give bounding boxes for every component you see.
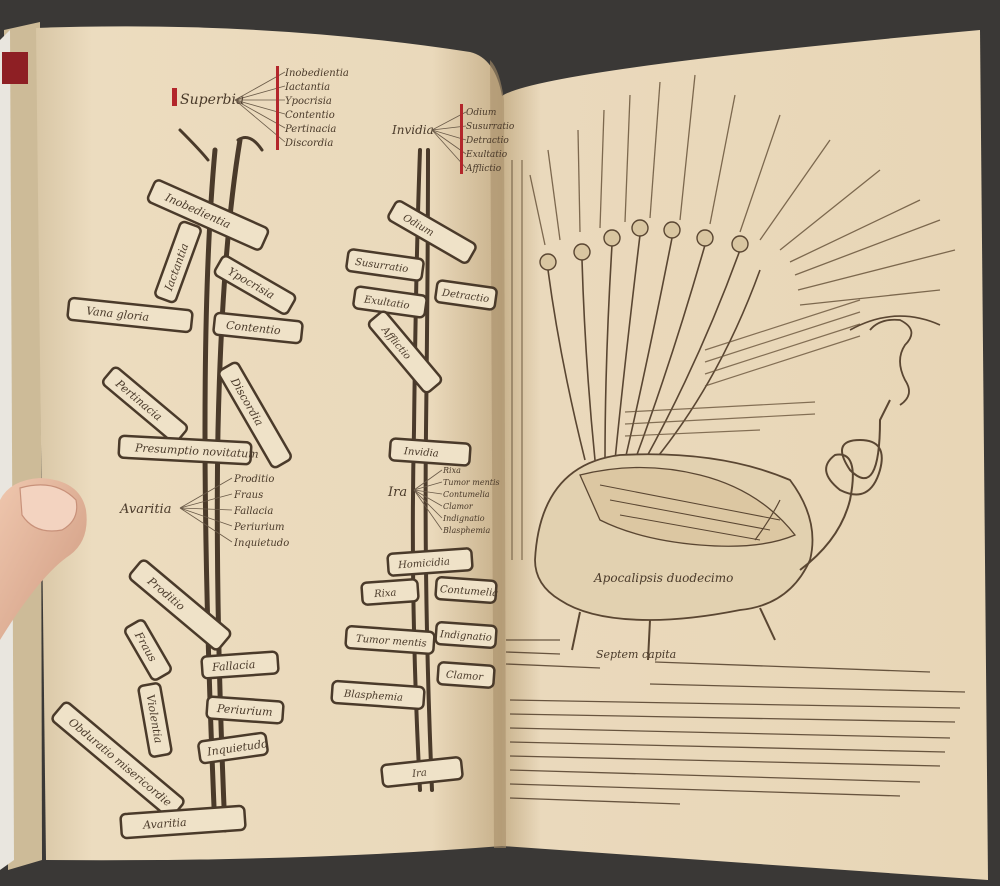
rubric-mark — [276, 66, 279, 150]
scroll-banner: Rixa — [360, 578, 420, 606]
scroll-banner: Detractio — [434, 279, 498, 311]
crown-branch: Contentio — [285, 110, 335, 121]
side-branch: Periurium — [233, 522, 285, 533]
svg-text:Clamor: Clamor — [446, 670, 485, 684]
left-cover-edge — [0, 30, 14, 870]
scrolls-avaritia: Proditio Fraus Fallacia Periurium Inquie… — [51, 559, 285, 840]
scroll-banner: Contentio — [212, 311, 304, 345]
scroll-banner: Susurratio — [345, 248, 425, 282]
scroll-banner: Fallacia — [200, 650, 280, 680]
side-branch: Contumelia — [443, 490, 490, 499]
scroll-banner: Contumelia — [434, 576, 499, 604]
side-branch: Blasphemia — [442, 526, 490, 535]
side-branch: Proditio — [233, 474, 274, 485]
crown-branch: Pertinacia — [284, 124, 336, 135]
crown-label-superbia: Superbia — [180, 92, 244, 108]
crown-superbia: Superbia Inobedientia Iactantia Ypocrisi… — [172, 66, 349, 150]
svg-text:Contumelia: Contumelia — [440, 584, 499, 599]
crown-branch: Odium — [466, 108, 496, 118]
svg-text:Avaritia: Avaritia — [142, 816, 187, 832]
side-avaritia: Avaritia Proditio Fraus Fallacia Periuri… — [119, 474, 289, 549]
side-ira: Ira Rixa Tumor mentis Contumelia Clamor … — [387, 466, 500, 535]
crown-branch: Ypocrisia — [285, 96, 332, 107]
svg-text:Homicidia: Homicidia — [397, 557, 450, 572]
side-label-avaritia: Avaritia — [119, 502, 171, 517]
crown-branch: Susurratio — [466, 122, 515, 132]
right-page — [502, 30, 988, 880]
rubric-mark — [172, 88, 177, 106]
side-label-ira: Ira — [387, 485, 407, 500]
gutter-shadow — [490, 60, 506, 848]
scroll-banner: Avaritia — [119, 804, 247, 840]
crown-branch: Afflictio — [465, 164, 502, 174]
scroll-banner: Inquietudo — [197, 731, 269, 765]
scroll-banner: Invidia — [388, 437, 472, 467]
crown-branch: Exultatio — [465, 150, 508, 160]
svg-text:Fallacia: Fallacia — [211, 658, 256, 674]
marginal-caption: Septem capita — [596, 648, 676, 661]
scroll-banner: Indignatio — [434, 621, 498, 649]
left-page-edges — [4, 22, 42, 870]
svg-text:Blasphemia: Blasphemia — [343, 689, 404, 704]
svg-text:Indignatio: Indignatio — [439, 629, 493, 644]
side-branch: Tumor mentis — [443, 478, 500, 487]
svg-text:Contentio: Contentio — [225, 319, 281, 338]
crown-branch: Iactantia — [284, 82, 330, 93]
crown-invidia: Invidia Odium Susurratio Detractio Exult… — [391, 104, 515, 174]
scroll-banner: Violentia — [137, 682, 173, 758]
scroll-banner: Tumor mentis — [344, 625, 436, 655]
scroll-banner: Ira — [380, 756, 464, 788]
scroll-banner: Discordia — [218, 361, 292, 469]
beast-caption: Apocalipsis duodecimo — [593, 571, 733, 585]
svg-text:Ira: Ira — [411, 768, 428, 781]
crown-branch: Inobedientia — [284, 68, 349, 79]
crown-branch: Discordia — [284, 138, 333, 149]
side-branch: Fallacia — [233, 506, 273, 517]
fan-script — [529, 74, 956, 306]
scroll-banner: Exultatio — [352, 285, 428, 319]
svg-text:Periurium: Periurium — [216, 702, 273, 719]
scroll-banner: Periurium — [205, 695, 285, 725]
thumb — [0, 478, 87, 640]
scroll-banner: Homicidia — [386, 547, 474, 577]
right-page-script — [511, 160, 861, 560]
scroll-banner: Presumptio novitatum — [117, 434, 259, 466]
side-branch: Indignatio — [442, 514, 485, 523]
side-branch: Rixa — [442, 466, 461, 475]
scroll-banner: Blasphemia — [330, 679, 426, 711]
side-branch: Inquietudo — [233, 538, 289, 549]
side-branch: Clamor — [443, 502, 474, 511]
svg-text:Invidia: Invidia — [403, 446, 440, 459]
beast-body — [534, 315, 941, 661]
beast-heads — [539, 219, 749, 271]
scroll-banner: Clamor — [436, 661, 496, 689]
scrolls-invidia: Odium Susurratio Detractio Exultatio Aff… — [345, 200, 498, 467]
right-page-text-block — [505, 639, 966, 805]
svg-text:Rixa: Rixa — [373, 588, 397, 601]
crown-branch: Detractio — [465, 136, 509, 146]
side-branch: Fraus — [233, 490, 263, 501]
bookmark-ribbon-left — [2, 52, 28, 84]
scroll-banner: Vana gloria — [66, 296, 194, 334]
svg-text:Tumor mentis: Tumor mentis — [356, 634, 427, 650]
scrolls-ira: Homicidia Rixa Contumelia Tumor mentis I… — [330, 547, 499, 788]
crown-label-invidia: Invidia — [391, 123, 434, 137]
rubric-mark — [460, 104, 463, 174]
